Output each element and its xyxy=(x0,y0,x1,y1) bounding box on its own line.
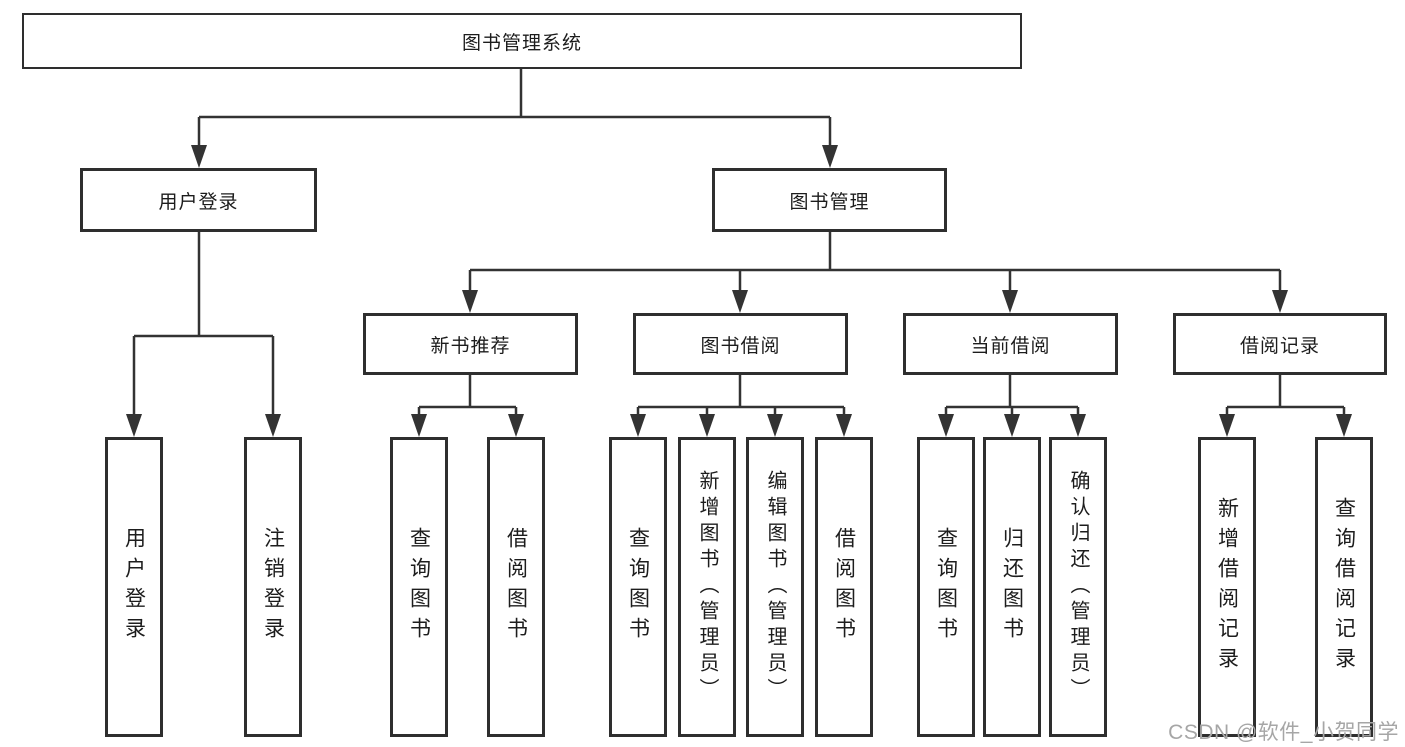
node-label: 图书管理系统 xyxy=(461,32,582,54)
leaf-logout: 注销登录 xyxy=(244,437,302,737)
node-book-management: 图书管理 xyxy=(712,168,947,232)
csdn-watermark: CSDN @软件_小贺同学 xyxy=(1168,721,1399,744)
arrowheads-level3 xyxy=(462,290,1288,313)
leaf-label: 查询借阅记录 xyxy=(1332,497,1356,677)
connector-root-to-level2 xyxy=(197,68,832,164)
leaf-query-books-borrowing: 查询图书 xyxy=(609,437,667,737)
leaf-label: 注销登录 xyxy=(261,527,285,647)
node-new-book-recommendation: 新书推荐 xyxy=(363,313,578,375)
leaf-return-books: 归还图书 xyxy=(983,437,1041,737)
leaf-add-borrow-record: 新增借阅记录 xyxy=(1198,437,1256,737)
leaf-label: 查询图书 xyxy=(626,527,650,647)
connector-user-login-children xyxy=(132,232,275,433)
node-library-management-system: 图书管理系统 xyxy=(22,13,1022,69)
node-borrowing-records: 借阅记录 xyxy=(1173,313,1387,375)
leaf-label: 确认归还（管理员） xyxy=(1067,470,1089,704)
node-user-login: 用户登录 xyxy=(80,168,317,232)
leaf-label: 新增图书（管理员） xyxy=(696,470,718,704)
leaf-label: 查询图书 xyxy=(934,527,958,647)
connector-new-book-children xyxy=(417,375,518,433)
leaf-label: 归还图书 xyxy=(1000,527,1024,647)
leaf-label: 编辑图书（管理员） xyxy=(764,470,786,704)
node-label: 图书借阅 xyxy=(700,335,781,357)
arrowheads-current-borrowing-children xyxy=(938,414,1086,437)
leaf-query-books-recommend: 查询图书 xyxy=(390,437,448,737)
arrowheads-borrowing-records-children xyxy=(1219,414,1352,437)
arrowheads-new-book-children xyxy=(411,414,524,437)
leaf-borrow-books-borrowing: 借阅图书 xyxy=(815,437,873,737)
leaf-user-login: 用户登录 xyxy=(105,437,163,737)
leaf-confirm-return-admin: 确认归还（管理员） xyxy=(1049,437,1107,737)
leaf-label: 借阅图书 xyxy=(504,527,528,647)
leaf-query-books-current: 查询图书 xyxy=(917,437,975,737)
leaf-edit-books-admin: 编辑图书（管理员） xyxy=(746,437,804,737)
leaf-query-borrow-record: 查询借阅记录 xyxy=(1315,437,1373,737)
leaf-borrow-books-recommend: 借阅图书 xyxy=(487,437,545,737)
node-label: 用户登录 xyxy=(158,191,239,213)
node-current-borrowing: 当前借阅 xyxy=(903,313,1118,375)
arrowheads-book-borrowing-children xyxy=(630,414,852,437)
node-book-borrowing: 图书借阅 xyxy=(633,313,848,375)
node-label: 当前借阅 xyxy=(970,335,1051,357)
arrowheads-level2 xyxy=(191,145,838,168)
node-label: 图书管理 xyxy=(789,191,870,213)
node-label: 新书推荐 xyxy=(430,335,511,357)
leaf-add-books-admin: 新增图书（管理员） xyxy=(678,437,736,737)
leaf-label: 新增借阅记录 xyxy=(1215,497,1239,677)
node-label: 借阅记录 xyxy=(1239,335,1320,357)
leaf-label: 借阅图书 xyxy=(832,527,856,647)
leaf-label: 用户登录 xyxy=(122,527,146,647)
connector-borrowing-records-children xyxy=(1225,375,1346,433)
arrowheads-user-login-children xyxy=(126,414,281,437)
connector-book-management-children xyxy=(468,232,1282,309)
leaf-label: 查询图书 xyxy=(407,527,431,647)
connector-book-borrowing-children xyxy=(636,375,846,433)
